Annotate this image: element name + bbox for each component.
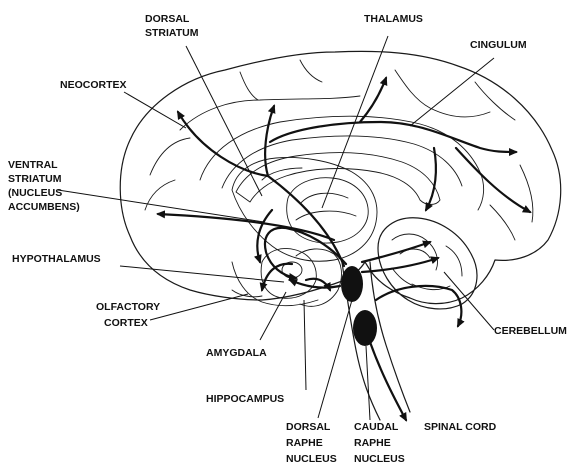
sulcus-line xyxy=(475,82,515,120)
projection-path-frontal xyxy=(178,112,268,176)
sulcus-line xyxy=(240,72,258,100)
projection-path-cerebellum-2 xyxy=(362,242,430,262)
projection-path-dorsal xyxy=(270,122,516,152)
label-neocortex: NEOCORTEX xyxy=(60,79,127,91)
projection-path-spinal xyxy=(370,342,406,420)
cerebellum xyxy=(378,218,477,309)
label-cingulum: CINGULUM xyxy=(470,39,527,51)
leader-dorsal-raphe xyxy=(318,300,352,418)
projection-path-striatum xyxy=(265,228,346,278)
leader-hippocampus xyxy=(304,300,306,390)
sulcus-line xyxy=(300,60,322,82)
label-amygdala: AMYGDALA xyxy=(206,347,267,359)
leader-hypothalamus xyxy=(120,266,284,282)
label-hypothalamus: HYPOTHALAMUS xyxy=(12,253,101,265)
leader-cerebellum xyxy=(444,272,494,330)
hippocampus-outline xyxy=(296,249,341,306)
thalamus-region xyxy=(287,178,369,243)
sulcus-line xyxy=(395,70,490,117)
projection-path-occipital xyxy=(456,148,530,212)
sulcus-line xyxy=(150,138,190,175)
cerebellum-folia xyxy=(446,246,462,276)
sulcus-line xyxy=(520,165,533,222)
leader-neocortex xyxy=(124,92,186,128)
olfactory-bulb xyxy=(232,290,262,297)
label-thalamus: THALAMUS xyxy=(364,13,423,25)
label-hippocampus: HIPPOCAMPUS xyxy=(206,393,284,405)
leader-dorsal-striatum xyxy=(186,46,262,196)
projection-path-septum xyxy=(257,210,272,262)
label-cerebellum: CEREBELLUM xyxy=(494,325,567,337)
caudal-raphe-nucleus xyxy=(353,310,377,346)
leader-ventral-striatum xyxy=(58,190,264,222)
label-spinal-cord: SPINAL CORD xyxy=(424,421,497,433)
sulcus-line xyxy=(490,205,515,240)
thalamus-contour xyxy=(296,211,356,220)
cerebellum-folia xyxy=(392,268,414,286)
dorsal-raphe-nucleus xyxy=(341,266,363,302)
projection-path-posterior xyxy=(426,148,436,210)
leader-olfactory-cortex xyxy=(150,294,248,320)
leader-caudal-raphe xyxy=(366,346,370,420)
projection-path-cerebellum-3 xyxy=(376,286,461,326)
